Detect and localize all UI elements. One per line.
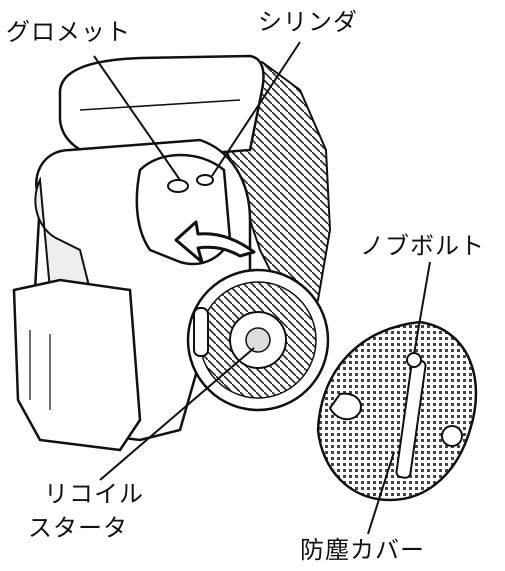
starter-handle xyxy=(193,307,209,357)
fuel-tank xyxy=(12,278,142,452)
leader-cylinder xyxy=(211,41,301,177)
engine-top-ridge xyxy=(79,99,241,111)
dust-cover-rim xyxy=(328,392,362,421)
leader-dust-cover xyxy=(367,451,395,535)
label-dust-cover: 防塵カバー xyxy=(300,536,425,564)
dust-cover xyxy=(316,320,478,502)
leader-grommet xyxy=(93,55,181,181)
label-recoil-starter-line2: スタータ xyxy=(28,514,128,542)
label-cylinder: シリンダ xyxy=(258,8,358,36)
knob-bolt xyxy=(406,352,422,368)
label-knob-bolt: ノブボルト xyxy=(360,232,485,260)
leader-knob-bolt xyxy=(413,261,431,355)
curved-arrow-icon xyxy=(174,220,256,264)
leader-recoil-starter xyxy=(99,347,255,481)
grommet xyxy=(167,179,189,193)
label-recoil-starter-line1: リコイル xyxy=(44,480,144,508)
label-grommet: グロメット xyxy=(6,18,131,46)
